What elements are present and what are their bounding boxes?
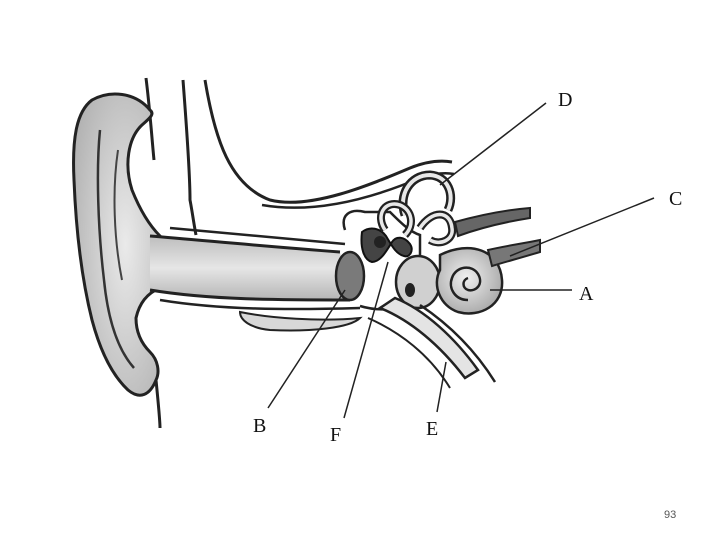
ear-canal [150, 236, 350, 300]
semicircular-canal-1-inner [401, 172, 453, 216]
eustachian-tube [377, 296, 480, 380]
cochlea [435, 246, 504, 315]
label-b: B [253, 415, 267, 437]
label-d: D [558, 89, 573, 111]
label-f: F [330, 424, 342, 446]
page-number: 93 [664, 509, 677, 521]
semicircular-canal-2-inner [379, 202, 413, 237]
eustachian-tube-outer [419, 303, 497, 383]
ear-canal-bottom [149, 288, 351, 302]
pinna-earlobe-edge [154, 379, 162, 429]
auditory-nerve [453, 206, 531, 238]
oval-window [405, 283, 415, 297]
leader-line-b [267, 289, 346, 409]
ear-canal-top-outer [169, 226, 346, 246]
skull-contour [203, 79, 453, 204]
pinna-fold [96, 129, 135, 369]
cochlear-nerve [486, 238, 541, 268]
leader-line-e [436, 361, 447, 413]
pinna-fold-inner [113, 149, 123, 281]
ear-canal-bottom-outer [159, 298, 361, 311]
head-outline [144, 77, 156, 161]
eardrum [334, 250, 366, 302]
cochlea-spiral [449, 266, 482, 302]
label-a: A [579, 283, 594, 305]
leader-line-c [509, 197, 655, 257]
ossicles [360, 227, 413, 264]
ear-canal-top [149, 234, 341, 254]
canal-lower-tissue [238, 310, 363, 332]
label-e: E [426, 418, 439, 440]
ossicle-head [374, 236, 386, 248]
semicircular-canal-3-inner [418, 212, 454, 245]
head-outline-inner [181, 79, 198, 236]
leader-line-d [439, 102, 547, 186]
label-c: C [669, 188, 683, 210]
leader-line-f [343, 261, 389, 419]
